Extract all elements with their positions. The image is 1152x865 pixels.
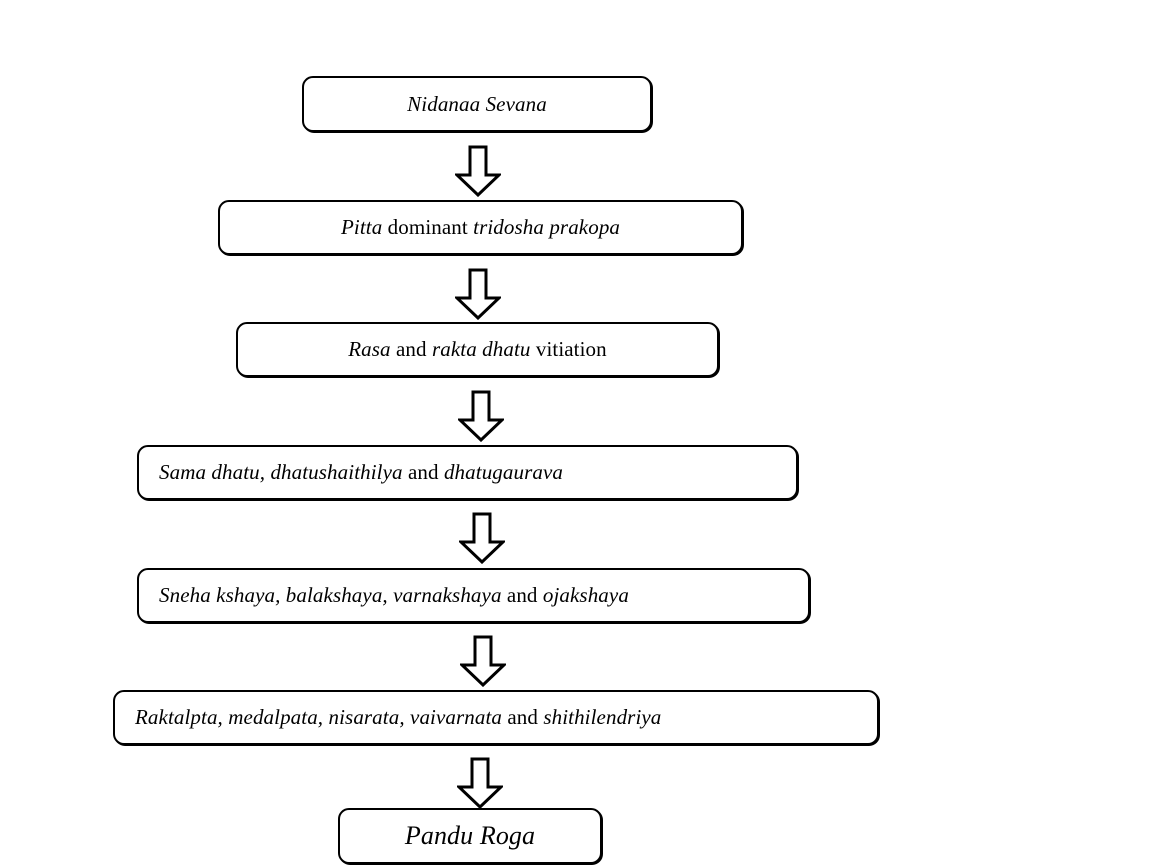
flow-node-label: Raktalpta, medalpata, nisarata, vaivarna… — [115, 707, 661, 728]
text-run-italic: dhatugaurava — [443, 460, 563, 484]
flow-node-rasa-rakta-dhatu-vitiation: Rasa and rakta dhatu vitiation — [236, 322, 719, 377]
flow-node-sama-dhatu-shaithilya-gaurava: Sama dhatu, dhatushaithilya and dhatugau… — [137, 445, 798, 500]
flow-node-label: Nidanaa Sevana — [407, 91, 547, 116]
text-run-roman: and — [502, 705, 544, 729]
text-run-italic: Sama dhatu, dhatushaithilya — [159, 460, 403, 484]
text-run-italic: Nidanaa Sevana — [407, 91, 547, 116]
text-run-roman: and — [402, 460, 444, 484]
text-run-italic: Rasa — [348, 337, 391, 361]
text-run-italic: Pandu Roga — [404, 821, 536, 850]
flow-node-sneha-bala-varna-oja-kshaya: Sneha kshaya, balakshaya, varnakshaya an… — [137, 568, 810, 623]
text-run-roman: dominant — [382, 215, 474, 239]
block-arrow-down-icon — [460, 635, 506, 687]
flow-node-pitta-dominant-tridosha-prakopa: Pitta dominant tridosha prakopa — [218, 200, 743, 255]
text-run-italic: tridosha prakopa — [473, 215, 621, 239]
text-run-italic: shithilendriya — [543, 705, 662, 729]
text-run-roman: and — [390, 337, 432, 361]
block-arrow-down-icon — [455, 268, 501, 320]
text-run-italic: Sneha kshaya, balakshaya, varnakshaya — [159, 583, 502, 607]
text-run-roman: and — [501, 583, 543, 607]
block-arrow-down-icon — [458, 390, 504, 442]
text-run-italic: Raktalpta, medalpata, nisarata, vaivarna… — [135, 705, 503, 729]
block-arrow-down-icon — [457, 757, 503, 809]
text-run-italic: ojakshaya — [542, 583, 629, 607]
flow-node-label: Sama dhatu, dhatushaithilya and dhatugau… — [139, 462, 563, 483]
block-arrow-down-icon — [455, 145, 501, 197]
flow-node-pandu-roga: Pandu Roga — [338, 808, 602, 864]
flow-node-label: Pandu Roga — [405, 823, 535, 849]
flow-node-nidanaa-sevana: Nidanaa Sevana — [302, 76, 652, 132]
block-arrow-down-icon — [459, 512, 505, 564]
flow-node-label: Rasa and rakta dhatu vitiation — [348, 339, 607, 360]
flow-node-label: Sneha kshaya, balakshaya, varnakshaya an… — [139, 585, 629, 606]
text-run-italic: Pitta — [340, 215, 383, 239]
flow-node-raktalpta-medalpata-nisarata-vaivarnata-shithilendriya: Raktalpta, medalpata, nisarata, vaivarna… — [113, 690, 879, 745]
flow-node-label: Pitta dominant tridosha prakopa — [341, 217, 620, 238]
text-run-roman: vitiation — [530, 337, 607, 361]
text-run-italic: rakta dhatu — [431, 337, 531, 361]
